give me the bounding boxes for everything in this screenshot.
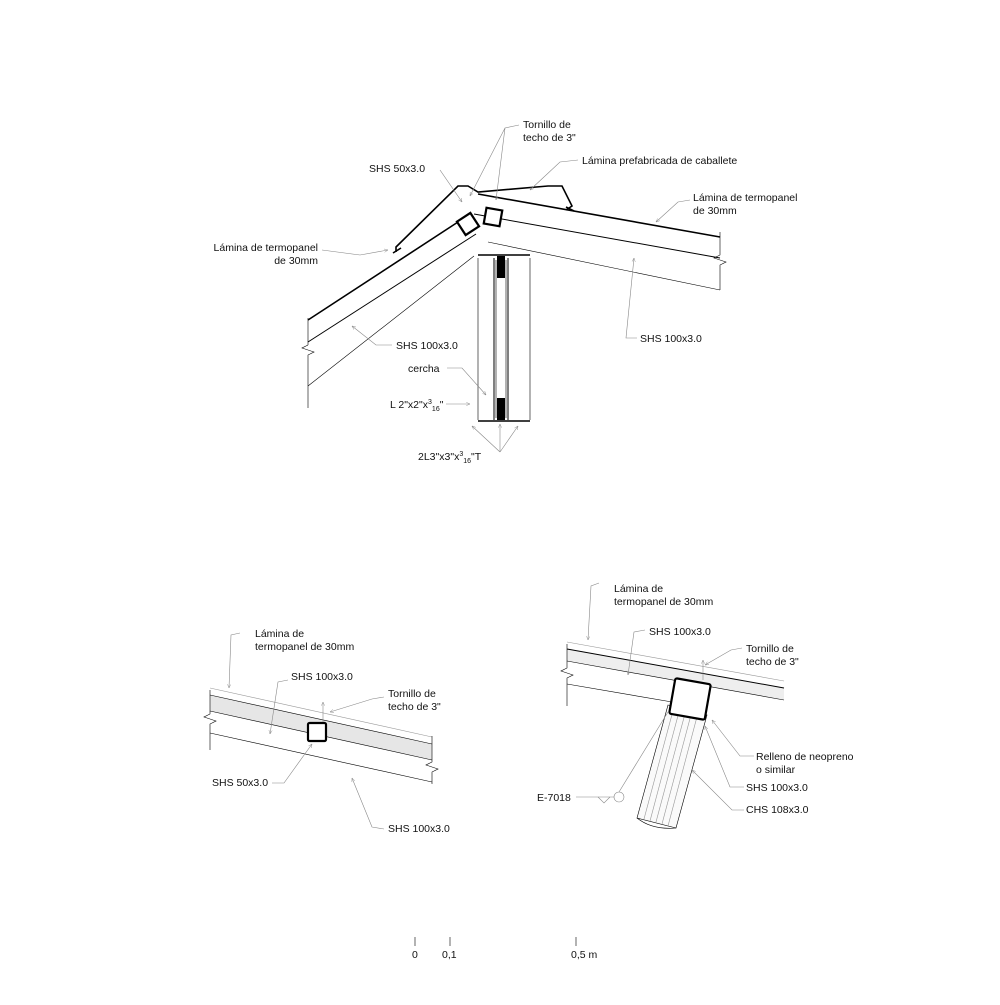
label-column-weld: E-7018 bbox=[537, 792, 571, 804]
scale-label-0-1: 0,1 bbox=[442, 949, 457, 961]
shs-50-tube-right bbox=[482, 206, 504, 228]
ridge-cap-fastener-right bbox=[565, 206, 575, 212]
label-ridge-tornillo-1: Tornillo de bbox=[523, 119, 571, 131]
label-column-termopanel-1: Lámina de bbox=[614, 583, 663, 595]
ridge-cap-fastener-left bbox=[392, 247, 402, 254]
label-ridge-tornillo-2: techo de 3" bbox=[523, 132, 576, 144]
label-ridge-termopanel-right-1: Lámina de termopanel bbox=[693, 192, 797, 204]
scale-label-0: 0 bbox=[412, 949, 418, 961]
label-ridge-angle-l: L 2"x2"x316" bbox=[390, 399, 444, 413]
shs-50-tube-left bbox=[455, 211, 481, 237]
column-shs-100-tube bbox=[668, 677, 712, 721]
scale-label-0-5: 0,5 m bbox=[571, 949, 598, 961]
label-column-relleno-2: o similar bbox=[756, 764, 796, 776]
truss-cercha bbox=[477, 254, 531, 422]
label-column-tornillo-1: Tornillo de bbox=[746, 643, 794, 655]
label-ridge-termopanel-right-2: de 30mm bbox=[693, 205, 737, 217]
ridge-cap-sheet bbox=[395, 185, 574, 252]
label-ridge-cercha: cercha bbox=[408, 363, 440, 375]
label-ridge-shs100-left: SHS 100x3.0 bbox=[396, 340, 458, 352]
label-ridge-termopanel-left-1: Lámina de termopanel bbox=[214, 242, 318, 254]
label-ridge-angle-2l: 2L3"x3"x316"T bbox=[418, 451, 482, 465]
label-purlin-tornillo-2: techo de 3" bbox=[388, 701, 441, 713]
label-ridge-shs100-right: SHS 100x3.0 bbox=[640, 333, 702, 345]
weld-symbol-circle bbox=[613, 791, 625, 803]
label-column-shs100-bottom: SHS 100x3.0 bbox=[746, 782, 808, 794]
scale-bar: 0 0,1 0,5 m bbox=[412, 937, 598, 961]
label-purlin-shs100-top: SHS 100x3.0 bbox=[291, 671, 353, 683]
label-ridge-termopanel-left-2: de 30mm bbox=[274, 255, 318, 267]
label-purlin-shs50: SHS 50x3.0 bbox=[212, 777, 268, 789]
label-purlin-shs100-bottom: SHS 100x3.0 bbox=[388, 823, 450, 835]
label-column-relleno-1: Relleno de neopreno bbox=[756, 751, 854, 763]
column-detail: Lámina de termopanel de 30mm SHS 100x3.0… bbox=[537, 582, 854, 829]
label-column-tornillo-2: techo de 3" bbox=[746, 656, 799, 668]
ridge-detail: Tornillo de techo de 3" Lámina prefabric… bbox=[214, 119, 798, 465]
label-purlin-tornillo-1: Tornillo de bbox=[388, 688, 436, 700]
label-column-shs100-top: SHS 100x3.0 bbox=[649, 626, 711, 638]
purlin-detail: Lámina de termopanel de 30mm SHS 100x3.0… bbox=[203, 628, 450, 835]
label-column-chs108: CHS 108x3.0 bbox=[746, 804, 809, 816]
label-ridge-shs50: SHS 50x3.0 bbox=[369, 163, 425, 175]
ridge-left-panel bbox=[301, 221, 477, 408]
chs-108-column bbox=[636, 704, 708, 829]
label-purlin-termopanel-1: Lámina de bbox=[255, 628, 304, 640]
purlin-shs-50-tube bbox=[306, 721, 328, 743]
label-ridge-caballete: Lámina prefabricada de caballete bbox=[582, 155, 737, 167]
ridge-right-panel bbox=[473, 193, 727, 291]
label-purlin-termopanel-2: termopanel de 30mm bbox=[255, 641, 354, 653]
label-column-termopanel-2: termopanel de 30mm bbox=[614, 596, 713, 608]
